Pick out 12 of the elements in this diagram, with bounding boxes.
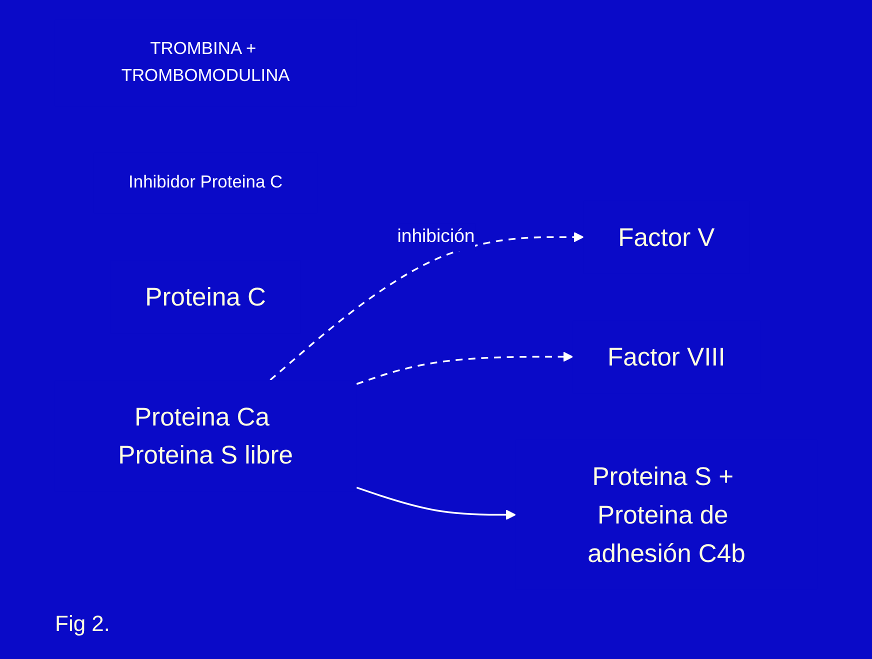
node-text: Proteina Ca Proteina S libre (118, 402, 293, 470)
edge-label: inhibición (397, 226, 475, 246)
node-text: Proteina S + Proteina de adhesión C4b (588, 462, 746, 568)
figure-caption: Fig 2. (55, 611, 110, 637)
arrow (356, 486, 516, 520)
node-text: TROMBINA + TROMBOMODULINA (121, 39, 290, 85)
node-text: Proteina C (145, 282, 266, 312)
arrow (270, 232, 584, 381)
node-text: Factor V (618, 222, 715, 252)
arrow (356, 352, 574, 385)
node-text: Factor VIII (607, 342, 726, 372)
node-text: Inhibidor Proteina C (128, 172, 283, 192)
